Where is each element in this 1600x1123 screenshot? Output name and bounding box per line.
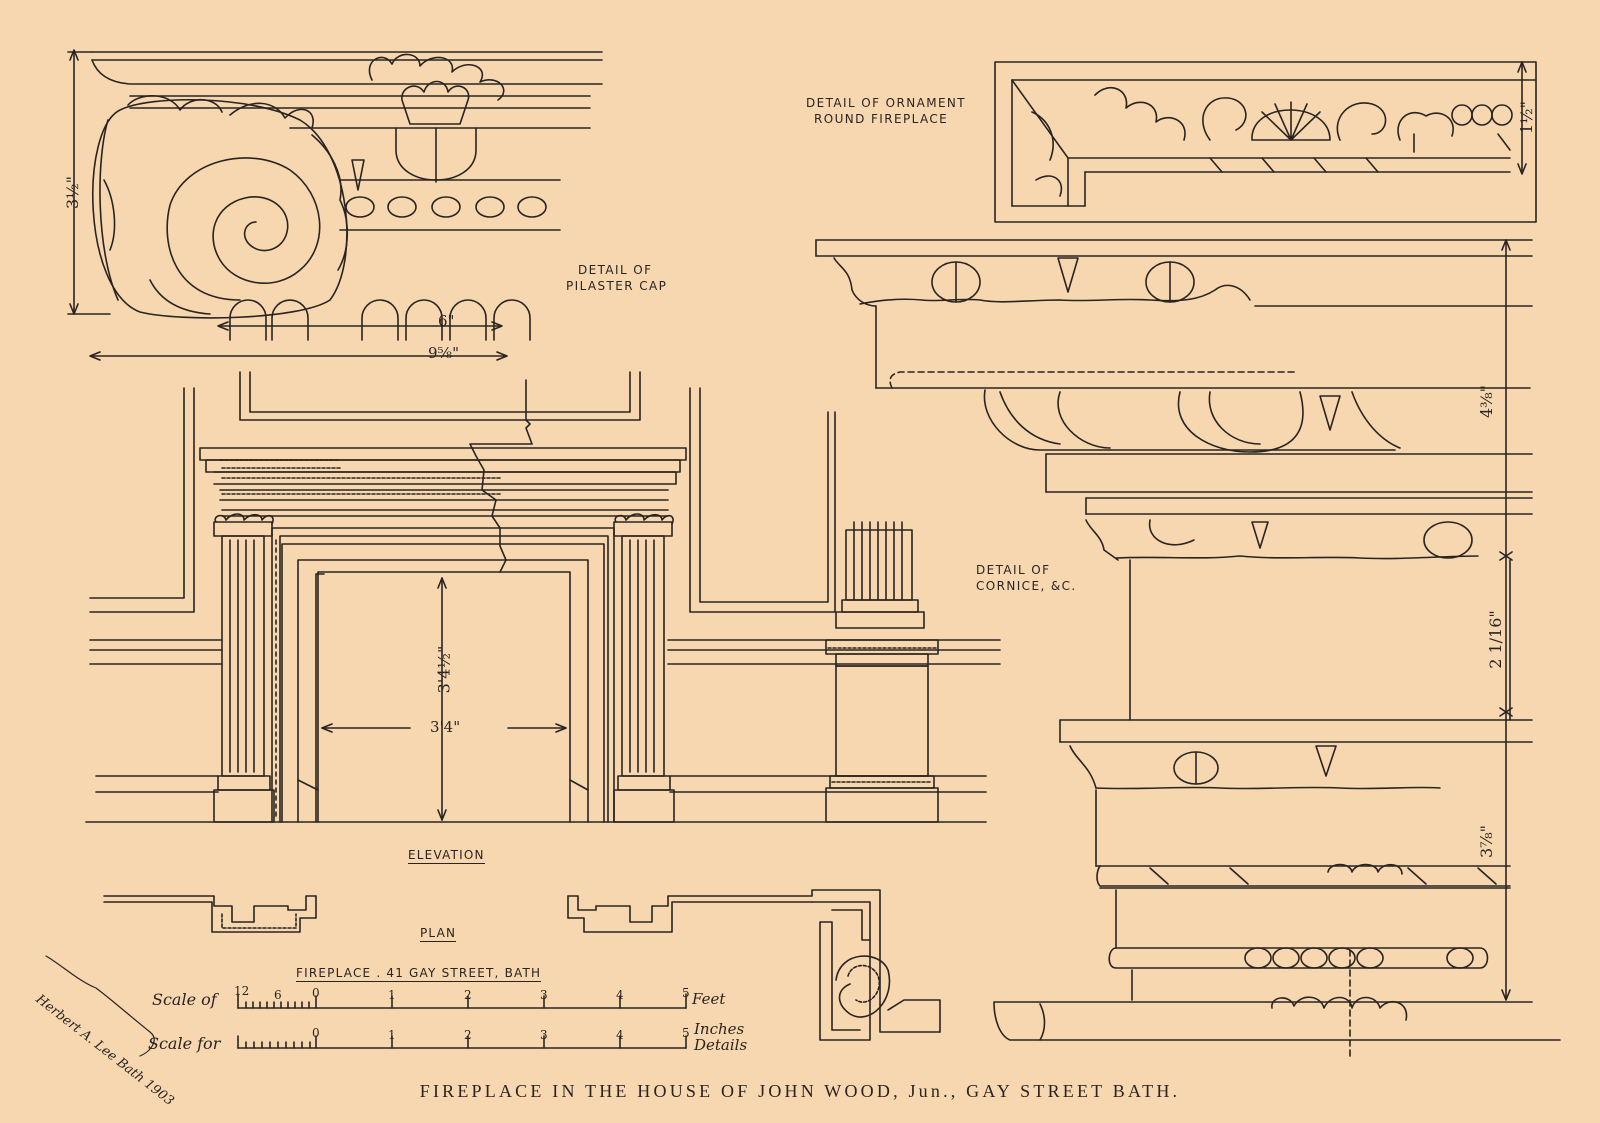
details-tick-label: 3 <box>540 1028 548 1042</box>
plate-caption: FIREPLACE IN THE HOUSE OF JOHN WOOD, Jun… <box>419 1081 1181 1101</box>
cap-height-dimension: 3½" <box>63 175 83 210</box>
ornament-label: DETAIL OF ORNAMENT ROUND FIREPLACE <box>806 95 966 127</box>
feet-tick-label: 4 <box>616 988 624 1002</box>
details-tick-label: 5 <box>682 1026 690 1040</box>
pilaster-cap-label-line1: DETAIL OF <box>578 263 653 277</box>
signature-mark <box>45 955 155 1057</box>
cornice-label-line1: DETAIL OF <box>976 563 1051 577</box>
details-scale-unit: Inches Details <box>694 1020 748 1054</box>
details-tick-label: 0 <box>312 1026 320 1040</box>
scale-bars <box>237 993 687 1049</box>
pilaster-cap-detail <box>67 49 603 361</box>
ornament-height-dimension: 1½" <box>1517 100 1537 135</box>
cornice-detail <box>815 239 1561 1061</box>
cornice-middle-dimension: 2 1/16" <box>1485 610 1505 669</box>
feet-scale-unit: Feet <box>692 990 726 1008</box>
elevation-label: ELEVATION <box>408 848 485 864</box>
feet-scale-label: Scale of <box>152 990 217 1009</box>
opening-width-dimension: 3'4" <box>430 718 461 736</box>
cap-outer-width-dimension: 9⅝" <box>428 344 459 362</box>
cornice-label: DETAIL OF CORNICE, &C. <box>976 562 1077 594</box>
feet-tick-label: 2 <box>464 988 472 1002</box>
fireplace-elevation <box>85 371 1001 823</box>
cap-inner-width-dimension: 6" <box>438 312 455 330</box>
pilaster-cap-label: DETAIL OF PILASTER CAP <box>566 262 667 294</box>
fireplace-title: FIREPLACE . 41 GAY STREET, BATH <box>296 966 542 982</box>
ornament-label-line2: ROUND FIREPLACE <box>814 112 949 127</box>
details-tick-label: 2 <box>464 1028 472 1042</box>
cornice-upper-dimension: 4⅜" <box>1477 384 1497 419</box>
feet-tick-label: 6 <box>274 988 282 1002</box>
opening-height-dimension: 3'4½" <box>434 645 454 694</box>
plan-label: PLAN <box>420 926 457 942</box>
feet-tick-label: 5 <box>682 986 690 1000</box>
details-tick-label: 1 <box>388 1028 396 1042</box>
feet-tick-label: 0 <box>312 986 320 1000</box>
pilaster-cap-label-line2: PILASTER CAP <box>566 279 668 294</box>
cornice-lower-dimension: 3⅞" <box>1477 824 1497 859</box>
ornament-detail <box>994 61 1537 223</box>
feet-tick-label: 3 <box>540 988 548 1002</box>
feet-tick-label: 1 <box>388 988 396 1002</box>
cornice-label-line2: CORNICE, &C. <box>976 579 1077 594</box>
fireplace-plan <box>103 889 941 1041</box>
details-scale-label: Scale for <box>148 1034 221 1053</box>
ornament-label-line1: DETAIL OF ORNAMENT <box>806 96 967 110</box>
feet-tick-label: 12 <box>234 984 250 998</box>
details-tick-label: 4 <box>616 1028 624 1042</box>
